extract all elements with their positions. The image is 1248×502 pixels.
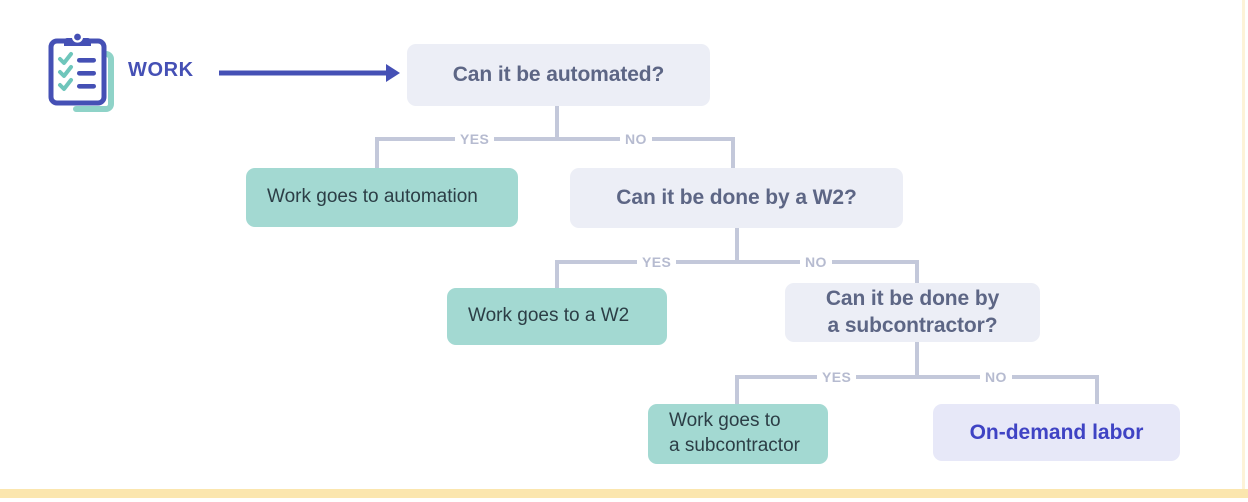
branch-label-yes-3: YES [817, 370, 857, 384]
branch-label-no-2: NO [800, 255, 832, 269]
decision-can-it-be-done-by-a-w2[interactable]: Can it be done by a W2? [570, 168, 903, 228]
outcome-work-goes-to-a-w2[interactable]: Work goes to a W2 [447, 288, 667, 345]
decision-can-it-be-automated[interactable]: Can it be automated? [407, 44, 710, 106]
decision-can-it-be-done-by-a-w2-label: Can it be done by a W2? [616, 185, 857, 209]
outcome-work-goes-to-a-subcontractor-label: Work goes to a subcontractor [669, 410, 800, 456]
branch-label-yes-1: YES [455, 132, 495, 146]
work-label: WORK [128, 59, 194, 81]
outcome-work-goes-to-automation[interactable]: Work goes to automation [246, 168, 518, 227]
terminal-on-demand-labor[interactable]: On-demand labor [933, 404, 1180, 461]
terminal-on-demand-labor-label: On-demand labor [969, 420, 1144, 444]
decision-can-it-be-done-by-a-subcontractor-label: Can it be done by a subcontractor? [825, 287, 1000, 337]
outcome-work-goes-to-a-w2-label: Work goes to a W2 [468, 305, 630, 327]
bottom-accent-rule [0, 489, 1248, 498]
branch-label-no-1: NO [620, 132, 652, 146]
branch-label-yes-2: YES [637, 255, 677, 269]
clipboard-checklist-icon [44, 30, 122, 114]
branch-label-no-3: NO [980, 370, 1012, 384]
outcome-work-goes-to-automation-label: Work goes to automation [267, 186, 478, 208]
decision-can-it-be-done-by-a-subcontractor[interactable]: Can it be done by a subcontractor? [785, 283, 1040, 342]
right-accent-rule [1242, 0, 1245, 491]
outcome-work-goes-to-a-subcontractor[interactable]: Work goes to a subcontractor [648, 404, 828, 464]
decision-can-it-be-automated-label: Can it be automated? [452, 62, 665, 86]
